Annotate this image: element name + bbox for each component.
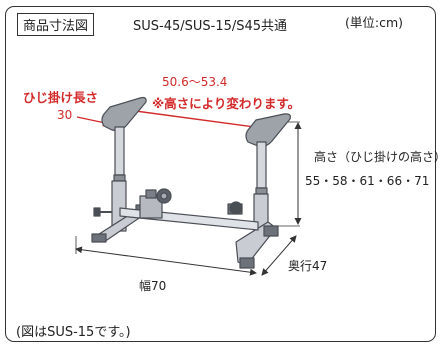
elbow-length-value: 30 — [57, 108, 73, 122]
base-width-dimension-line — [75, 246, 257, 276]
width-range-label: 50.6〜53.4 — [162, 75, 228, 89]
right-post-upper — [256, 141, 267, 189]
left-armrest-pad — [101, 96, 147, 132]
adjust-knob — [229, 201, 243, 215]
height-note: ※高さにより変わります。 — [152, 96, 301, 111]
depth-dimension-line — [261, 235, 297, 276]
footnote: (図はSUS-15です。) — [16, 325, 131, 340]
diagram-frame — [5, 6, 436, 342]
stand-drawing — [91, 96, 291, 269]
height-values: 55・58・61・66・71 — [305, 174, 430, 188]
width-range-arrow — [127, 106, 263, 132]
model-list: SUS-45/SUS-15/S45共通 — [133, 19, 288, 34]
depth-label: 奥行47 — [288, 259, 328, 273]
diagram-title: 商品寸法図 — [17, 13, 95, 36]
height-label: 高さ（ひじ掛けの高さ） — [314, 150, 443, 164]
left-post-upper — [114, 126, 125, 176]
elbow-length-label: ひじ掛け長さ — [23, 90, 99, 105]
unit-label: (単位:cm) — [345, 15, 404, 30]
width-label: 幅70 — [139, 279, 167, 293]
right-armrest-pad — [245, 113, 291, 148]
